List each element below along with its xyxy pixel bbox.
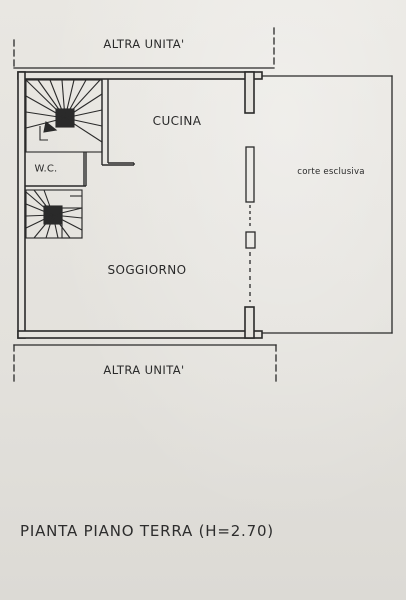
label-courtyard: corte esclusiva <box>297 167 365 177</box>
label-wc: W.C. <box>34 163 58 175</box>
plan-title: PIANTA PIANO TERRA (H=2.70) <box>20 522 274 540</box>
label-other-unit-bottom: ALTRA UNITA' <box>103 363 185 377</box>
courtyard-outline <box>261 75 393 334</box>
exterior-walls <box>17 71 263 339</box>
upper-staircase <box>25 79 103 153</box>
label-kitchen: CUCINA <box>152 114 202 128</box>
label-other-unit-top: ALTRA UNITA' <box>103 37 185 51</box>
facade-openings <box>245 146 256 302</box>
label-living-room: SOGGIORNO <box>107 263 187 277</box>
lower-staircase <box>25 189 83 239</box>
